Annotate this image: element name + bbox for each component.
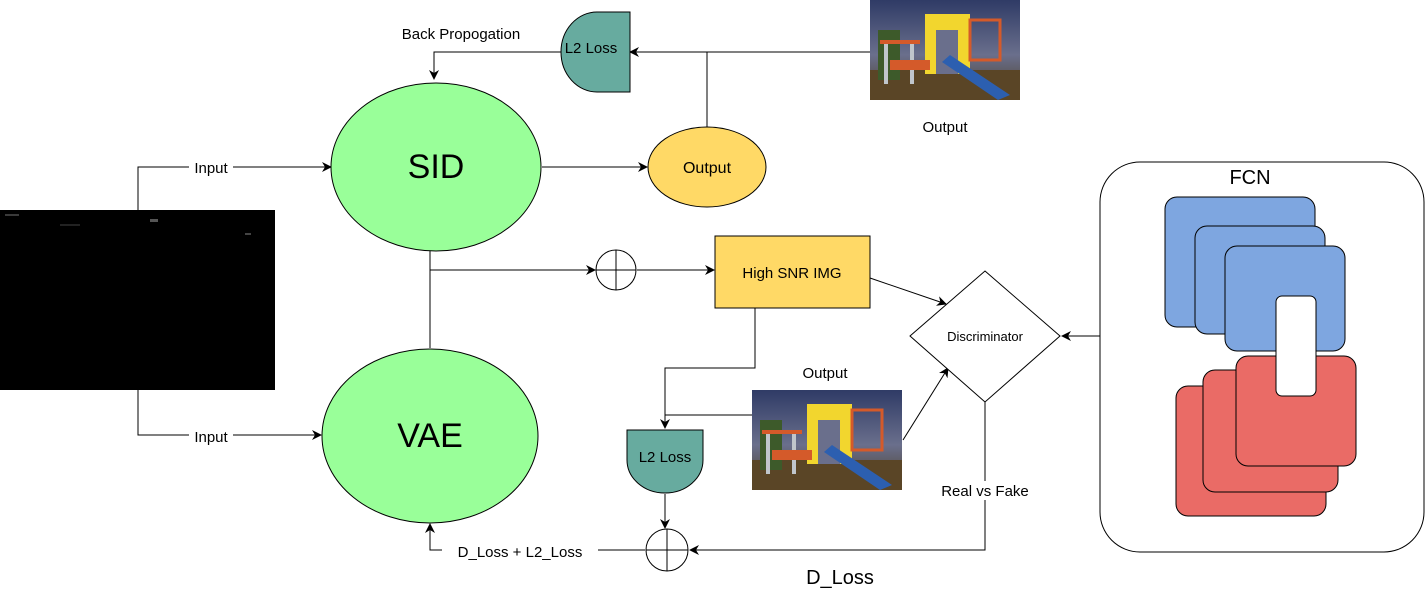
edge-highsnr-l2bottom — [660, 308, 756, 429]
output-top-image-label: Output — [922, 119, 968, 136]
output-node-label: Output — [683, 160, 732, 177]
input-top-label: Input — [194, 160, 228, 177]
l2-loss-top-label: L2 Loss — [565, 40, 618, 57]
discriminator-label: Discriminator — [947, 329, 1024, 344]
sid-node: SID — [330, 82, 542, 252]
output-mid-image-label: Output — [802, 365, 848, 382]
edge-disc-plus — [689, 402, 986, 555]
output-image-mid — [750, 388, 904, 492]
edge-labels: Back Propogation Input Input Output Outp… — [189, 26, 1042, 589]
edge-highsnr-disc — [869, 277, 947, 306]
d-loss-l2-loss-label: D_Loss + L2_Loss — [458, 544, 583, 561]
discriminator-node: Discriminator — [909, 270, 1061, 403]
sum-node-middle — [595, 249, 637, 291]
input-dark-image — [0, 210, 275, 390]
real-vs-fake-label: Real vs Fake — [941, 483, 1029, 500]
fcn-container: FCN — [1099, 161, 1425, 553]
high-snr-label: High SNR IMG — [742, 265, 841, 282]
vae-label: VAE — [397, 417, 463, 455]
sum-node-bottom — [645, 528, 689, 572]
output-node: Output — [647, 126, 767, 208]
output-image-top — [868, 0, 1022, 102]
edge-input-sid — [137, 162, 332, 210]
d-loss-label: D_Loss — [806, 567, 874, 589]
l2-loss-bottom-node: L2 Loss — [626, 429, 704, 494]
back-propagation-label: Back Propogation — [402, 26, 520, 43]
edge-l2top-sid — [429, 51, 561, 80]
vae-node: VAE — [321, 348, 539, 524]
connectors — [137, 47, 1100, 555]
fcn-bottleneck — [1275, 295, 1317, 397]
high-snr-node: High SNR IMG — [714, 235, 871, 309]
l2-loss-top-node: L2 Loss — [560, 11, 631, 93]
l2-loss-bottom-label: L2 Loss — [639, 449, 692, 466]
edge-image-disc — [902, 367, 949, 441]
input-bottom-label: Input — [194, 429, 228, 446]
edge-input-vae — [137, 390, 322, 440]
sid-label: SID — [408, 148, 465, 186]
fcn-label: FCN — [1229, 167, 1270, 189]
